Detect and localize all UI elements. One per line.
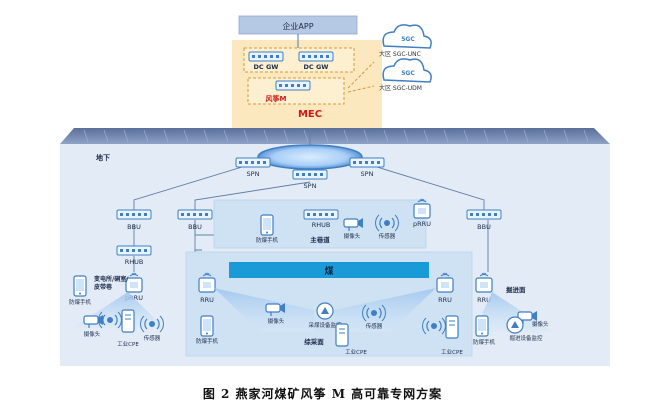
substation-label: 变电所/硐室/ 皮带巷 — [94, 275, 130, 291]
main-lane-rhub-device — [303, 209, 339, 220]
fengzheng-m-label: 风筝M — [266, 94, 287, 103]
underground-label: 地下 — [96, 153, 110, 162]
dc-gw-device-1 — [248, 51, 284, 62]
left-sensor-label: 传感器 — [144, 334, 161, 342]
coal-sensor-label: 传感器 — [366, 322, 383, 330]
spn-ring — [257, 144, 363, 170]
enterprise-app-label: 企业APP — [282, 21, 313, 31]
dc-gw-label-2: DC GW — [304, 63, 329, 71]
mec-label: MEC — [298, 109, 322, 120]
main-lane-camera-label: 摄像头 — [344, 232, 361, 240]
main-lane-prru-label: pRRU — [413, 220, 431, 228]
spn-center-label: SPN — [304, 182, 317, 190]
main-lane-sensor-label: 传感器 — [379, 232, 396, 240]
coal-right-cpe-label: 工业CPE — [441, 348, 463, 356]
left-cpe-label: 工业CPE — [117, 340, 139, 348]
spn-right-device — [349, 157, 385, 168]
coal-cpe-label: 工业CPE — [345, 348, 367, 356]
main-lane-label: 主巷道 — [310, 235, 330, 244]
dc-gw-device-2 — [298, 51, 334, 62]
left-phone-label: 防爆手机 — [69, 298, 92, 306]
bbu-3-label: BBU — [477, 223, 491, 231]
cloud-udm-label: 大区 SGC-UDM — [379, 84, 422, 92]
coal-camera-label: 摄像头 — [268, 317, 285, 325]
spn-center-device — [292, 169, 328, 180]
coal-monitor-icon — [316, 302, 334, 320]
spn-left-label: SPN — [247, 170, 260, 178]
driving-phone-icon — [475, 315, 489, 337]
coal-cpe-icon — [335, 323, 349, 347]
bbu-2-device — [177, 209, 213, 220]
coal-right-cpe-icon — [445, 315, 459, 339]
dc-gw-label-1: DC GW — [254, 63, 279, 71]
fengzheng-m-device — [275, 80, 311, 91]
coal-label: 煤 — [324, 265, 333, 277]
left-rhub-label: RHUB — [125, 258, 144, 266]
bbu-1-label: BBU — [127, 223, 141, 231]
main-lane-rhub-label: RHUB — [312, 221, 331, 229]
bbu-3-device — [466, 209, 502, 220]
left-prru-label: pRRU — [125, 294, 143, 302]
bbu-2-label: BBU — [188, 223, 202, 231]
main-lane-phone-icon — [260, 214, 274, 236]
cloud-unc-label: 大区 SGC-UNC — [379, 50, 421, 58]
driving-rru-label: RRU — [477, 296, 491, 304]
spn-left-device — [235, 157, 271, 168]
network-diagram: 企业APP DC GW DC GW 风筝M MEC 5GC 大区 SGC-UNC… — [60, 15, 610, 366]
coal-beam-left — [214, 288, 314, 332]
coal-rru-left-label: RRU — [200, 296, 214, 304]
driving-camera-label: 摄像头 — [532, 320, 549, 328]
left-camera-label: 摄像头 — [84, 330, 101, 338]
driving-phone-label: 防爆手机 — [473, 338, 496, 346]
coal-phone-icon — [200, 315, 214, 337]
driving-face-label: 掘进面 — [506, 285, 526, 294]
coal-face-label: 综采面 — [304, 337, 324, 346]
coal-phone-label: 防爆手机 — [196, 337, 219, 345]
coal-monitor-label: 采煤设备监控 — [308, 321, 342, 329]
figure-caption: 图 2 燕家河煤矿风筝 M 高可靠专网方案 — [202, 387, 443, 401]
left-phone-icon — [73, 275, 87, 297]
main-lane-phone-label: 防爆手机 — [256, 236, 279, 244]
cloud-udm-icon: 5GC — [382, 58, 432, 83]
cloud-udm-badge: 5GC — [401, 70, 415, 77]
coal-rru-right-label: RRU — [438, 296, 452, 304]
main-lane-zone — [213, 199, 427, 249]
left-cpe-icon — [121, 309, 135, 333]
spn-right-label: SPN — [361, 170, 374, 178]
driving-beam — [474, 292, 554, 332]
driving-monitor-label: 掘进设备监控 — [509, 334, 543, 342]
cloud-unc-icon: 5GC — [382, 24, 432, 49]
driving-monitor-icon — [506, 316, 524, 334]
coal-seam — [229, 262, 429, 278]
mine-roof — [60, 128, 610, 144]
roof-hatch — [83, 129, 589, 143]
bbu-1-device — [116, 209, 152, 220]
left-rhub-device — [116, 245, 152, 256]
cloud-unc-badge: 5GC — [401, 36, 415, 43]
